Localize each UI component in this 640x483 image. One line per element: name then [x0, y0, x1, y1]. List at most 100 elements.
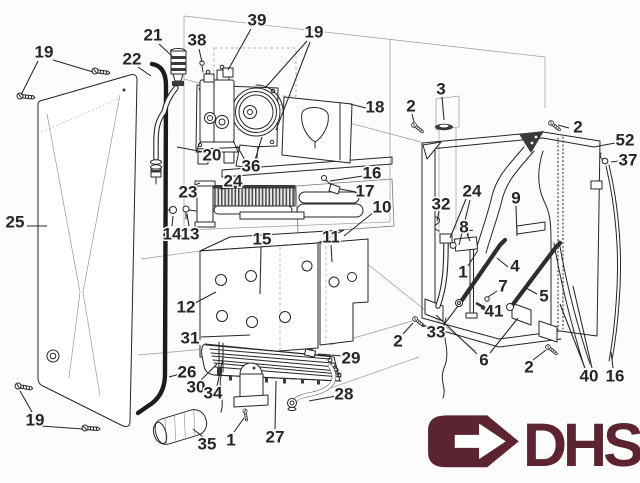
part-number-label: 1	[458, 263, 467, 282]
manifold-cylinder	[296, 203, 364, 218]
door-seal	[135, 61, 169, 416]
leader-line	[487, 290, 498, 298]
part-number-label: 22	[123, 50, 142, 69]
leader-line	[219, 187, 235, 190]
part-number-label: 16	[606, 367, 625, 386]
venturi-duct	[235, 144, 259, 169]
burner-grid-assembly	[152, 341, 342, 445]
dhs-logo: DHS	[428, 411, 640, 479]
bell-cutout	[301, 107, 329, 143]
leader-line	[198, 48, 203, 63]
leader-line	[339, 188, 357, 193]
leader-line	[467, 249, 479, 267]
part-number-label: 6	[479, 351, 488, 370]
part-number-label: 31	[181, 329, 200, 348]
part-number-label: 2	[573, 118, 582, 137]
front-door-panel	[37, 74, 138, 427]
part-number-label: 29	[342, 349, 361, 368]
leader-line	[52, 59, 94, 73]
chamber-side-panel	[319, 238, 369, 346]
part-number-label: 2	[406, 97, 415, 116]
capillary-tube	[605, 164, 622, 362]
leader-line	[349, 103, 367, 109]
leader-line	[515, 205, 518, 237]
part-number-label: 7	[498, 277, 507, 296]
part-number-label: 9	[511, 189, 520, 208]
part-number-label: 16	[363, 164, 382, 183]
leader-line	[227, 28, 252, 71]
part-number-label: 33	[427, 323, 446, 342]
leader-line	[343, 211, 375, 237]
grommet	[435, 123, 453, 131]
leader-line	[610, 351, 614, 369]
leader-line	[19, 390, 33, 413]
part-number-label: 11	[322, 228, 340, 247]
part-number-label: 27	[266, 428, 285, 447]
part-number-label: 17	[356, 182, 375, 201]
leader-line	[489, 317, 519, 354]
part-number-label: 3	[436, 80, 445, 99]
part-number-label: 2	[393, 332, 402, 351]
leader-line	[275, 41, 311, 131]
leader-line	[137, 66, 152, 77]
plug-fitting	[169, 206, 177, 214]
part-number-label: 30	[187, 378, 206, 397]
part-number-label: 10	[373, 198, 392, 217]
leader-line	[449, 198, 467, 239]
part-number-label: 18	[366, 98, 385, 117]
feed-pipe	[508, 240, 563, 310]
leader-line	[435, 314, 478, 355]
leader-line	[158, 43, 173, 57]
sensor-clip	[303, 347, 317, 358]
logo-text: DHS	[523, 411, 640, 479]
support-rod	[553, 240, 591, 367]
cabinet-internals	[434, 216, 563, 399]
leader-line	[466, 233, 471, 242]
retainer-clip	[434, 216, 440, 232]
leader-line	[329, 175, 364, 182]
part-number-label: 26	[178, 363, 197, 382]
front-panel-group	[37, 48, 187, 427]
part-number-label: 36	[242, 157, 261, 176]
gas-valve-body	[199, 79, 235, 143]
part-number-label: 19	[305, 23, 324, 42]
leader-line	[330, 244, 333, 263]
part-number-label: 4	[510, 257, 520, 276]
leader-line	[496, 257, 509, 268]
part-number-label: 34	[204, 384, 223, 403]
leader-line	[20, 60, 39, 96]
leader-line	[200, 334, 251, 338]
part-number-label: 15	[253, 230, 272, 249]
leader-line	[557, 124, 570, 129]
feed-pipe	[457, 237, 508, 306]
part-number-label: 5	[539, 287, 548, 306]
leader-line	[308, 395, 337, 402]
leader-line	[40, 425, 84, 430]
wire	[441, 317, 448, 399]
leader-line	[274, 380, 277, 430]
leader-line	[200, 363, 218, 381]
leader-line	[265, 40, 308, 88]
leader-line	[525, 287, 538, 295]
part-number-label: 35	[198, 435, 217, 454]
leader-line	[194, 291, 217, 304]
part-number-label: 32	[432, 195, 451, 214]
part-number-label: 14	[163, 225, 182, 244]
leader-line	[559, 303, 586, 369]
pipe-fitting	[439, 233, 453, 244]
part-number-label: 12	[177, 298, 196, 317]
leader-line	[411, 113, 415, 123]
part-number-label: 21	[144, 26, 163, 45]
part-number-label: 25	[6, 213, 25, 232]
gasket-roll	[152, 409, 208, 445]
air-duct	[475, 146, 535, 254]
air-box-tray	[221, 156, 393, 178]
leader-line	[572, 285, 593, 369]
leader-line	[442, 305, 459, 327]
leader-line	[259, 246, 262, 295]
chamber-front-panel	[199, 242, 319, 358]
part-number-label: 24	[224, 172, 243, 191]
part-number-label: 24	[463, 182, 482, 201]
